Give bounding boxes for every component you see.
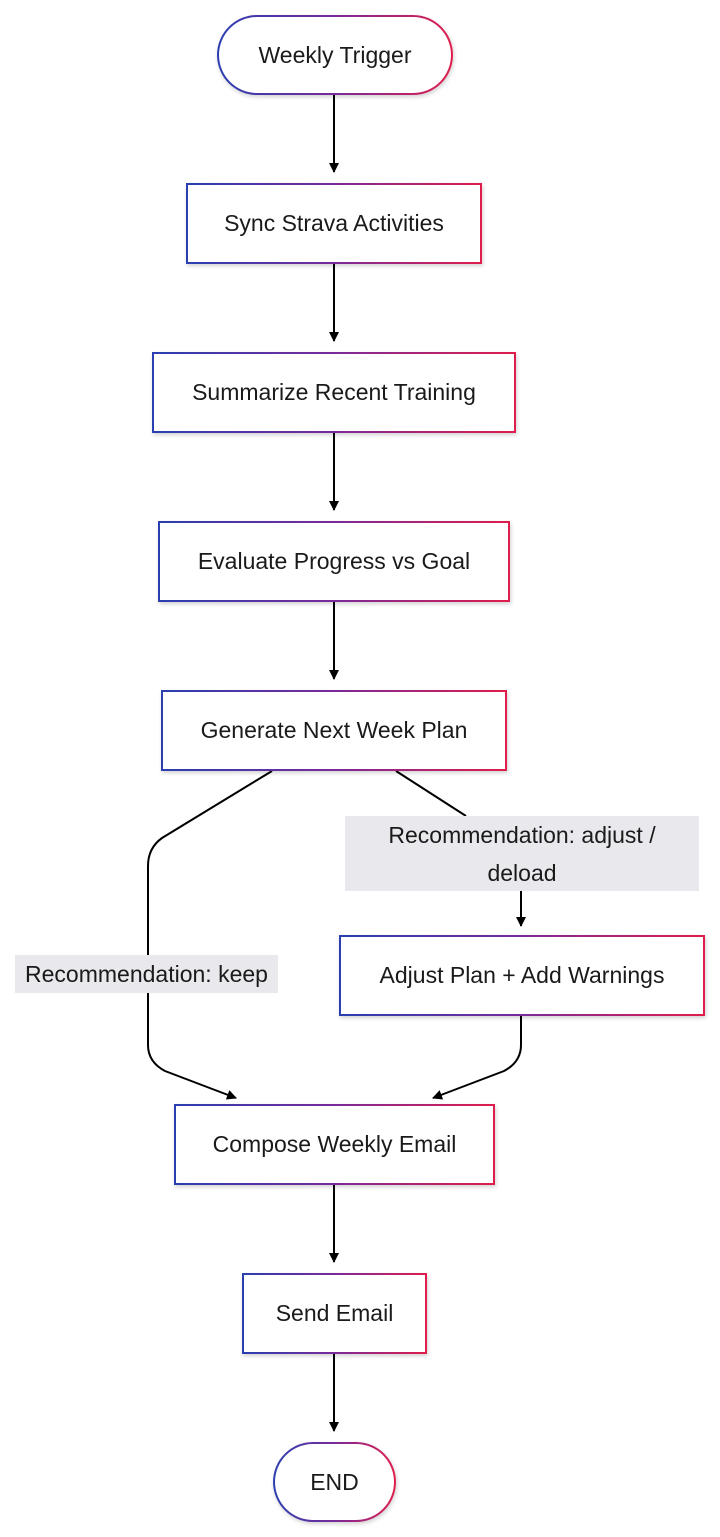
- edge-adjust-to-compose: [432, 1016, 522, 1100]
- node-evaluate-progress-label: Evaluate Progress vs Goal: [197, 548, 471, 574]
- node-generate-plan-label: Generate Next Week Plan: [200, 717, 468, 743]
- node-sync-strava-label: Sync Strava Activities: [224, 210, 444, 236]
- node-summarize-training-label: Summarize Recent Training: [192, 379, 476, 405]
- node-compose-email-label: Compose Weekly Email: [212, 1131, 457, 1157]
- node-weekly-trigger: Weekly Trigger: [217, 15, 453, 95]
- node-adjust-plan-label: Adjust Plan + Add Warnings: [379, 962, 665, 988]
- edge-label-keep: Recommendation: keep: [15, 955, 278, 993]
- node-send-email-label: Send Email: [275, 1300, 394, 1326]
- node-weekly-trigger-label: Weekly Trigger: [258, 41, 412, 68]
- edge-generate-to-adjust-label: [395, 770, 467, 817]
- edge-label-adjust-line2: deload: [487, 860, 557, 886]
- node-send-email: Send Email: [242, 1273, 427, 1354]
- edge-label-adjust-line1: Recommendation: adjust /: [388, 822, 656, 848]
- edge-label-adjust: Recommendation: adjust / deload: [345, 816, 699, 891]
- node-compose-email: Compose Weekly Email: [174, 1104, 495, 1185]
- edge-generate-to-compose-keep: [147, 770, 273, 1100]
- node-sync-strava: Sync Strava Activities: [186, 183, 482, 264]
- node-adjust-plan: Adjust Plan + Add Warnings: [339, 935, 705, 1016]
- node-generate-plan: Generate Next Week Plan: [161, 690, 507, 771]
- node-end-label: END: [310, 1468, 359, 1495]
- node-end: END: [273, 1442, 396, 1522]
- edge-label-keep-text: Recommendation: keep: [25, 961, 268, 987]
- node-summarize-training: Summarize Recent Training: [152, 352, 516, 433]
- node-evaluate-progress: Evaluate Progress vs Goal: [158, 521, 510, 602]
